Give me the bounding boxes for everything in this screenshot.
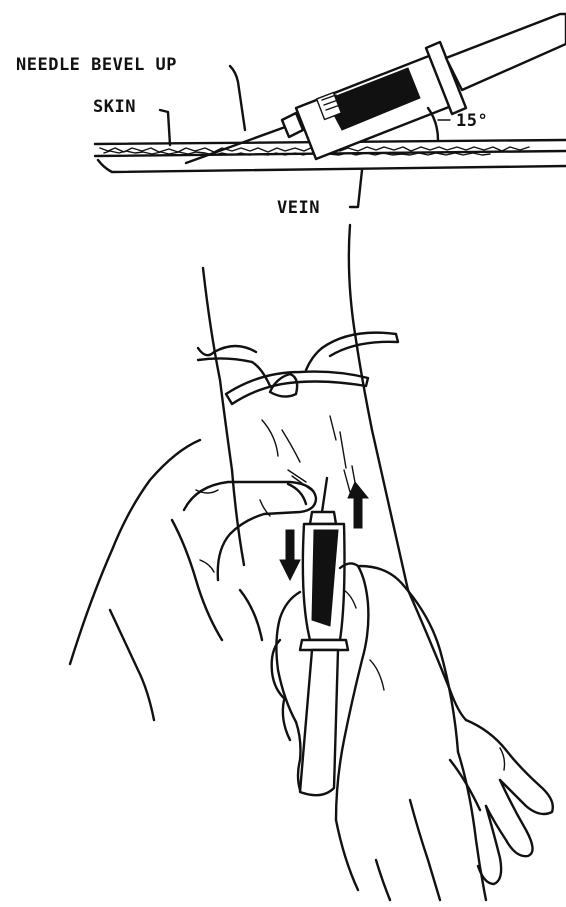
arrow-down-icon bbox=[280, 530, 300, 580]
vein-leader bbox=[350, 170, 362, 207]
patient-hand bbox=[376, 590, 553, 900]
needle-bevel-label: NEEDLE BEVEL UP bbox=[16, 55, 177, 75]
angle-marker bbox=[428, 108, 450, 140]
skin-leader bbox=[160, 110, 170, 145]
needle-angle-inset: NEEDLE BEVEL UP SKIN 15° VEIN bbox=[16, 14, 566, 218]
vein-label: VEIN bbox=[277, 198, 320, 218]
angle-label: 15° bbox=[456, 111, 488, 131]
tourniquet bbox=[198, 333, 398, 404]
arm-shading bbox=[262, 416, 356, 492]
skin-label: SKIN bbox=[93, 97, 136, 117]
vein-vessel bbox=[98, 160, 566, 172]
syringe-main bbox=[300, 478, 348, 795]
arrow-up-icon bbox=[348, 482, 368, 528]
right-hand bbox=[272, 563, 486, 900]
needle-leader bbox=[230, 66, 245, 130]
arm-illustration bbox=[70, 225, 553, 900]
